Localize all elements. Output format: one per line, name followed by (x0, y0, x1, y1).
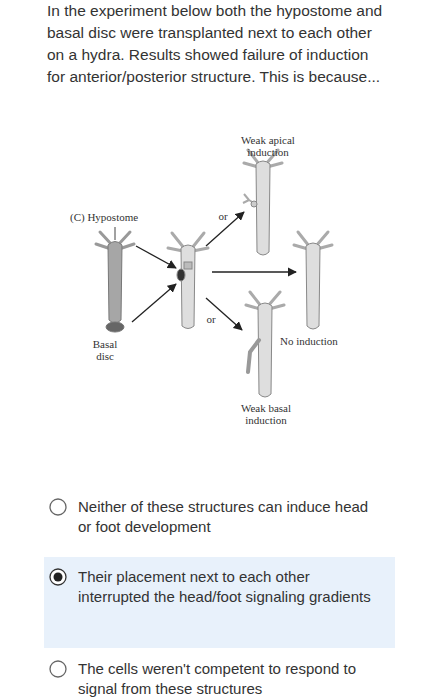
answer-option: Their placement next to each other inter… (78, 567, 378, 607)
diagram-label: or (203, 313, 219, 325)
donor-hydra (96, 227, 134, 332)
diagram-label: (C) Hypostome (70, 211, 138, 223)
selected-band (44, 557, 395, 648)
result-hydra (246, 292, 284, 397)
diagram-label: Weak apical induction (238, 134, 298, 158)
radio-dot (54, 573, 63, 582)
option-text: Neither of these structures can induce h… (78, 497, 378, 537)
radio-button (50, 499, 66, 515)
host-hydra (168, 233, 208, 329)
answer-option: Neither of these structures can induce h… (78, 497, 378, 537)
radio-button (50, 661, 66, 677)
diagram-label: Basal disc (88, 338, 122, 362)
result-hydra (294, 232, 332, 329)
diagram-label: No induction (280, 335, 338, 347)
diagram-label: Weak basal induction (236, 402, 296, 426)
diagram-label: or (215, 210, 231, 222)
radio-button (50, 569, 66, 585)
question-text: In the experiment below both the hyposto… (47, 0, 387, 88)
option-text: The cells weren't competent to respond t… (78, 659, 378, 699)
option-text: Their placement next to each other inter… (78, 567, 378, 607)
answer-option: The cells weren't competent to respond t… (78, 659, 378, 699)
result-hydra (243, 150, 282, 255)
